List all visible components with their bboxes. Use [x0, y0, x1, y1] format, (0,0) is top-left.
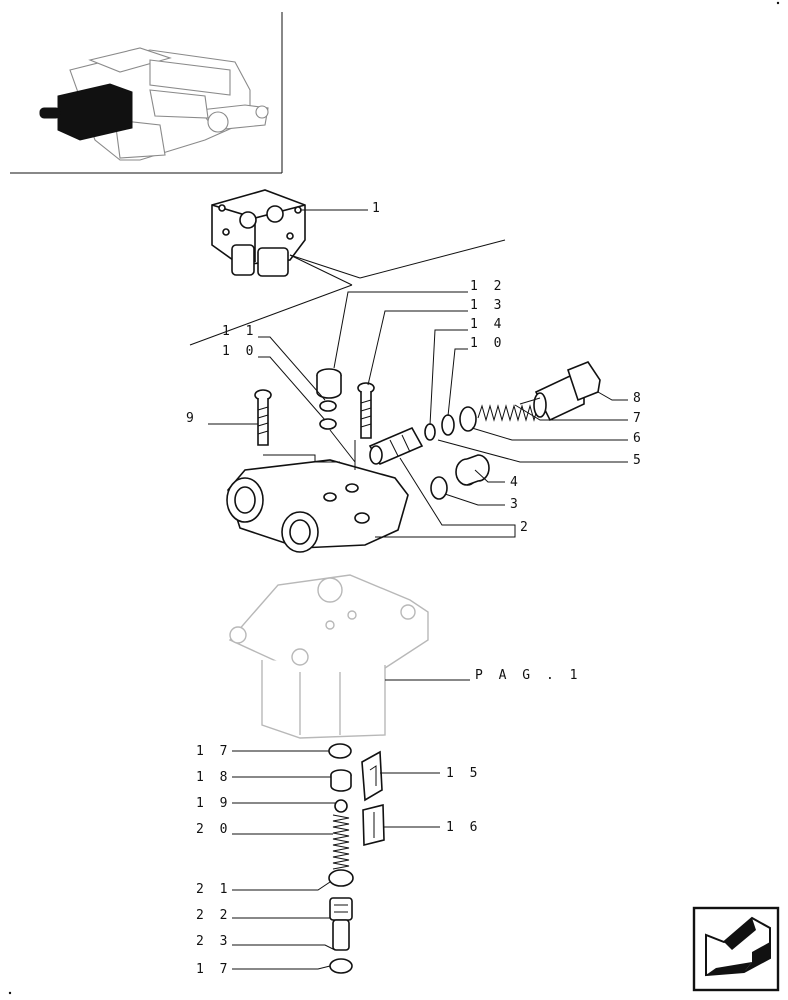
part-8-plug — [533, 361, 601, 422]
part-14-ring — [424, 423, 436, 441]
part-4-plug — [455, 454, 490, 486]
part-10-ring-b — [441, 414, 455, 436]
part-16-clip — [362, 803, 385, 847]
page-reference: P A G . 1 — [475, 668, 581, 683]
label-15: 1 5 — [446, 766, 481, 781]
label-18: 1 8 — [196, 770, 231, 785]
next-page-arrow-icon[interactable] — [692, 906, 780, 992]
part-3-oring — [430, 476, 448, 500]
label-1: 1 — [372, 201, 384, 216]
label-23: 2 3 — [196, 934, 231, 949]
label-4: 4 — [510, 475, 522, 490]
part-10-ring — [319, 418, 337, 430]
label-5: 5 — [633, 453, 645, 468]
part-12-cap — [316, 368, 342, 399]
highlighted-part — [39, 83, 133, 141]
part-1-valve-assembly — [211, 189, 306, 277]
label-14: 1 4 — [470, 317, 505, 332]
part-19-ball — [334, 799, 348, 813]
label-9: 9 — [186, 411, 198, 426]
part-18-seat — [330, 769, 352, 792]
part-17-oring — [328, 743, 352, 759]
label-13: 1 3 — [470, 298, 505, 313]
part-21-oring — [328, 869, 354, 887]
part-9-bolt — [254, 389, 272, 446]
label-11: 1 1 — [222, 324, 257, 339]
label-21: 2 1 — [196, 882, 231, 897]
part-22-plug — [329, 897, 353, 951]
part-11-ring — [319, 400, 337, 412]
label-19: 1 9 — [196, 796, 231, 811]
label-8: 8 — [633, 391, 645, 406]
label-20: 2 0 — [196, 822, 231, 837]
callout-labels: 1 1 2 1 3 1 4 1 0 1 1 1 0 9 8 7 6 5 4 3 … — [186, 201, 645, 977]
label-2: 2 — [520, 520, 532, 535]
label-6: 6 — [633, 431, 645, 446]
label-16: 1 6 — [446, 820, 481, 835]
part-15-clip — [361, 750, 383, 802]
part-5-oring — [459, 406, 477, 432]
label-17-bottom: 1 7 — [196, 962, 231, 977]
label-17: 1 7 — [196, 744, 231, 759]
label-12: 1 2 — [470, 279, 505, 294]
valve-body — [226, 459, 409, 553]
label-10: 1 0 — [222, 344, 257, 359]
label-7: 7 — [633, 411, 645, 426]
label-10-top: 1 0 — [470, 336, 505, 351]
label-3: 3 — [510, 497, 522, 512]
part-2-spool — [368, 426, 424, 466]
part-13-bolt — [357, 382, 375, 439]
part-20-spring — [332, 814, 350, 870]
ghost-housing-reference — [228, 574, 429, 739]
part-17-oring-b — [329, 958, 353, 974]
label-22: 2 2 — [196, 908, 231, 923]
overview-thumbnail — [10, 12, 283, 174]
